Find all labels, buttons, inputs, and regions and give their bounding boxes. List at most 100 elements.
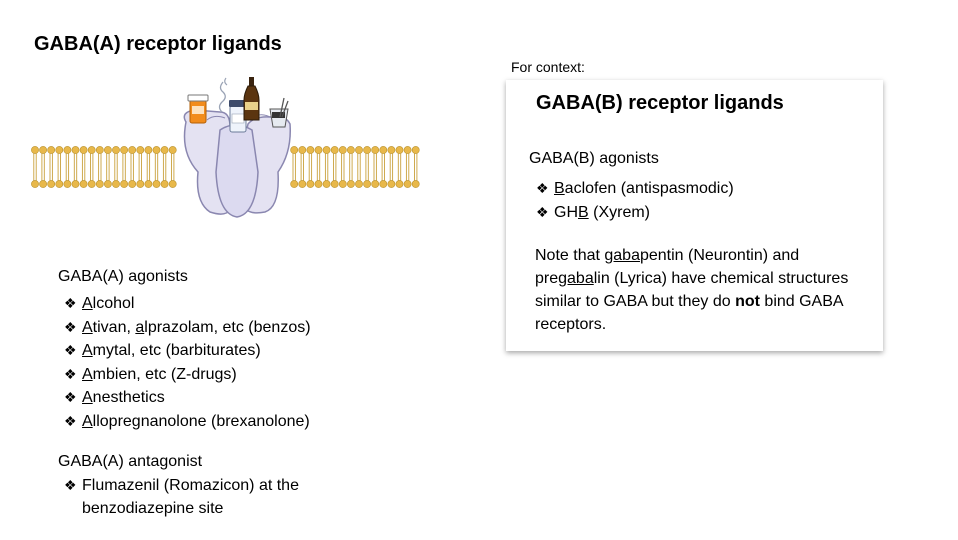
lipid-head <box>152 180 161 188</box>
lipid-head <box>95 180 104 188</box>
gaba-a-agonists-heading: GABA(A) agonists <box>58 268 188 285</box>
list-item: ❖GHB (Xyrem) <box>536 201 734 225</box>
lipid-head <box>363 180 371 188</box>
gaba-b-agonist-list: ❖Baclofen (antispasmodic) ❖GHB (Xyrem) <box>536 177 734 224</box>
lipid-head <box>355 180 363 188</box>
lipid-head <box>112 180 120 188</box>
lipid-head <box>112 146 120 154</box>
lipid-head <box>47 146 56 154</box>
lipid-head <box>379 180 388 188</box>
lipid-head <box>168 180 177 188</box>
glass-icon <box>269 97 289 128</box>
lipid-head <box>387 180 396 188</box>
lipid-head <box>290 146 299 154</box>
lipid-head <box>120 180 128 188</box>
lipid-head <box>55 146 64 154</box>
page-title: GABA(A) receptor ligands <box>34 33 282 55</box>
list-item-continuation: benzodiazepine site <box>82 499 224 517</box>
lipid-head <box>55 180 64 188</box>
lipid-head <box>387 146 396 154</box>
list-item: ❖Alcohol <box>64 292 311 316</box>
lipid-head <box>355 146 363 154</box>
lipid-head <box>71 146 80 154</box>
lipid-head <box>87 146 96 154</box>
gaba-a-agonist-list: ❖Alcohol ❖Ativan, alprazolam, etc (benzo… <box>64 292 311 433</box>
lipid-head <box>363 146 371 154</box>
gaba-b-agonists-heading: GABA(B) agonists <box>529 150 659 167</box>
lipid-head <box>371 180 380 188</box>
receptor-membrane-illustration <box>31 77 420 218</box>
lipid-head <box>314 180 323 188</box>
bullet-icon: ❖ <box>64 365 77 382</box>
lipid-head <box>411 146 420 154</box>
lipid-head <box>346 146 355 154</box>
bullet-icon: ❖ <box>64 295 77 311</box>
lipid-head <box>63 146 72 154</box>
bottle-icon <box>243 77 260 121</box>
list-item: ❖Baclofen (antispasmodic) <box>536 177 734 201</box>
list-item: ❖Flumazenil (Romazicon) at the <box>64 474 299 498</box>
lipid-head <box>298 180 307 188</box>
lipid-head <box>136 146 145 154</box>
receptor-icon <box>183 109 291 218</box>
list-item: ❖Ambien, etc (Z-drugs) <box>64 363 311 387</box>
lipid-head <box>95 146 104 154</box>
lipid-head <box>338 146 347 154</box>
lipid-head <box>306 146 315 154</box>
lipid-head <box>160 180 169 188</box>
lipid-head <box>47 180 56 188</box>
lipid-head <box>330 146 339 154</box>
lipid-head <box>306 180 315 188</box>
gabapentin-note: Note that gabapentin (Neurontin) and pre… <box>535 247 849 333</box>
lipid-head <box>120 146 128 154</box>
lipid-head <box>403 146 412 154</box>
lipid-head <box>338 180 347 188</box>
lipid-head <box>346 180 355 188</box>
lipid-head <box>31 180 39 188</box>
lipid-head <box>314 146 323 154</box>
lipid-head <box>152 146 161 154</box>
lipid-head <box>144 146 153 154</box>
lipid-layer-top <box>31 146 420 167</box>
lipid-head <box>371 146 380 154</box>
gaba-a-antagonist-list: ❖Flumazenil (Romazicon) at the benzodiaz… <box>64 474 299 520</box>
bullet-icon: ❖ <box>64 389 77 405</box>
lipid-head <box>136 180 145 188</box>
lipid-head <box>403 180 412 188</box>
lipid-layer-bottom <box>31 167 420 188</box>
context-label: For context: <box>511 59 585 75</box>
lipid-head <box>63 180 72 188</box>
lipid-head <box>322 180 331 188</box>
bullet-icon: ❖ <box>64 477 77 493</box>
lipid-head <box>395 180 404 188</box>
bullet-icon: ❖ <box>64 318 77 335</box>
list-item: ❖Allopregnanolone (brexanolone) <box>64 410 311 434</box>
lipid-head <box>39 180 47 188</box>
lipid-head <box>330 180 339 188</box>
lipid-head <box>79 146 88 154</box>
bullet-icon: ❖ <box>64 342 77 358</box>
list-item: ❖Ativan, alprazolam, etc (benzos) <box>64 316 311 340</box>
gaba-b-title: GABA(B) receptor ligands <box>536 92 784 114</box>
smoke-icon <box>218 77 228 113</box>
lipid-head <box>395 146 404 154</box>
lipid-head <box>322 146 331 154</box>
lipid-head <box>144 180 153 188</box>
lipid-head <box>379 146 388 154</box>
pill-bottle-icon <box>187 94 209 124</box>
lipid-head <box>298 146 307 154</box>
lipid-head <box>411 180 420 188</box>
lipid-head <box>39 146 47 154</box>
bullet-icon: ❖ <box>64 412 77 429</box>
lipid-head <box>128 180 137 188</box>
lipid-head <box>71 180 80 188</box>
lipid-head <box>168 146 177 154</box>
lipid-head <box>104 146 112 154</box>
bullet-icon: ❖ <box>536 180 549 196</box>
list-item: ❖Amytal, etc (barbiturates) <box>64 339 311 363</box>
lipid-head <box>128 146 137 154</box>
lipid-head <box>87 180 96 188</box>
lipid-head <box>160 146 169 154</box>
list-item: ❖Anesthetics <box>64 386 311 410</box>
lipid-head <box>31 146 39 154</box>
